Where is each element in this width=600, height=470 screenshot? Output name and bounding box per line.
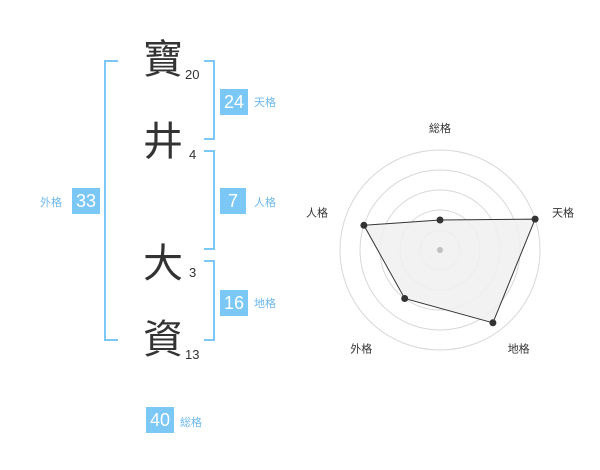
radar-grid-ring [339, 149, 541, 351]
jinkaku-value: 7 [220, 188, 246, 214]
tenkaku-value: 24 [220, 89, 248, 115]
radar-axis-label-3: 地格 [508, 342, 530, 356]
radar-data-area [363, 218, 536, 324]
radar-axis-label-2: 天格 [552, 205, 574, 219]
tenkaku-label: 天格 [254, 96, 276, 109]
jinkaku-bracket [204, 150, 215, 250]
name-char-2: 井 [143, 119, 183, 165]
soukaku-value: 40 [146, 407, 174, 433]
gaikaku-bracket [104, 60, 118, 341]
name-char-4: 資 [143, 317, 183, 363]
radar-point-3 [489, 319, 497, 327]
radar-point-2 [531, 215, 539, 223]
gaikaku-label: 外格 [40, 196, 62, 209]
radar-center-dot [437, 247, 443, 253]
stroke-count-4: 13 [185, 347, 200, 362]
name-char-1: 寶 [143, 37, 183, 83]
radar-point-1 [436, 216, 444, 224]
stroke-count-1: 20 [185, 67, 200, 82]
chikaku-label: 地格 [254, 297, 276, 310]
radar-axis-label-5: 人格 [306, 205, 328, 219]
radar-point-4 [401, 295, 409, 302]
chikaku-bracket [204, 260, 215, 341]
name-char-3: 大 [143, 241, 183, 287]
soukaku-label: 総格 [180, 416, 202, 429]
radar-point-5 [360, 221, 368, 229]
radar-axis-label-4: 外格 [350, 342, 372, 356]
stroke-count-2: 4 [189, 147, 197, 162]
jinkaku-label: 人格 [254, 196, 276, 209]
chikaku-value: 16 [220, 290, 248, 316]
tenkaku-bracket [204, 60, 215, 140]
gaikaku-value: 33 [72, 188, 100, 214]
stroke-count-3: 3 [189, 265, 197, 280]
radar-axis-label-1: 総格 [429, 121, 451, 135]
